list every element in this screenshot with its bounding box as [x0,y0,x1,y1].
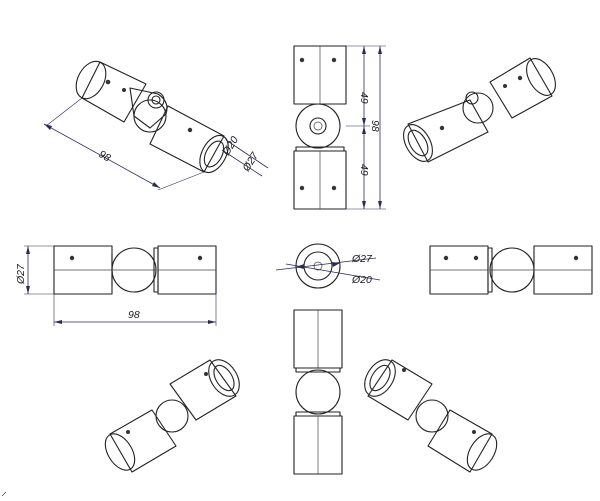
end-dia-inner-label: Ø20 [351,274,372,286]
iso-view-top-left: 98 Ø20 Ø27 [43,60,269,191]
front-view-middle-right [429,245,593,295]
side-total-label: 98 [369,120,381,132]
side-view-top-center: 49 49 98 [293,45,386,210]
side-view-bottom-center [293,309,343,475]
iso-view-bottom-right [364,359,498,473]
front-view-middle-left: Ø27 98 [15,245,217,326]
end-view-center: Ø27 Ø20 [275,243,381,289]
front-length-label: 98 [128,309,140,321]
end-dia-outer-label: Ø27 [351,253,373,265]
iso-view-top-right [403,57,556,163]
iso-view-bottom-left [104,359,240,473]
iso-length-label: 98 [97,148,113,164]
corner-mark [1,491,7,497]
front-dia-label: Ø27 [15,263,27,285]
side-lower-label: 49 [358,164,370,176]
side-upper-label: 49 [358,92,370,104]
